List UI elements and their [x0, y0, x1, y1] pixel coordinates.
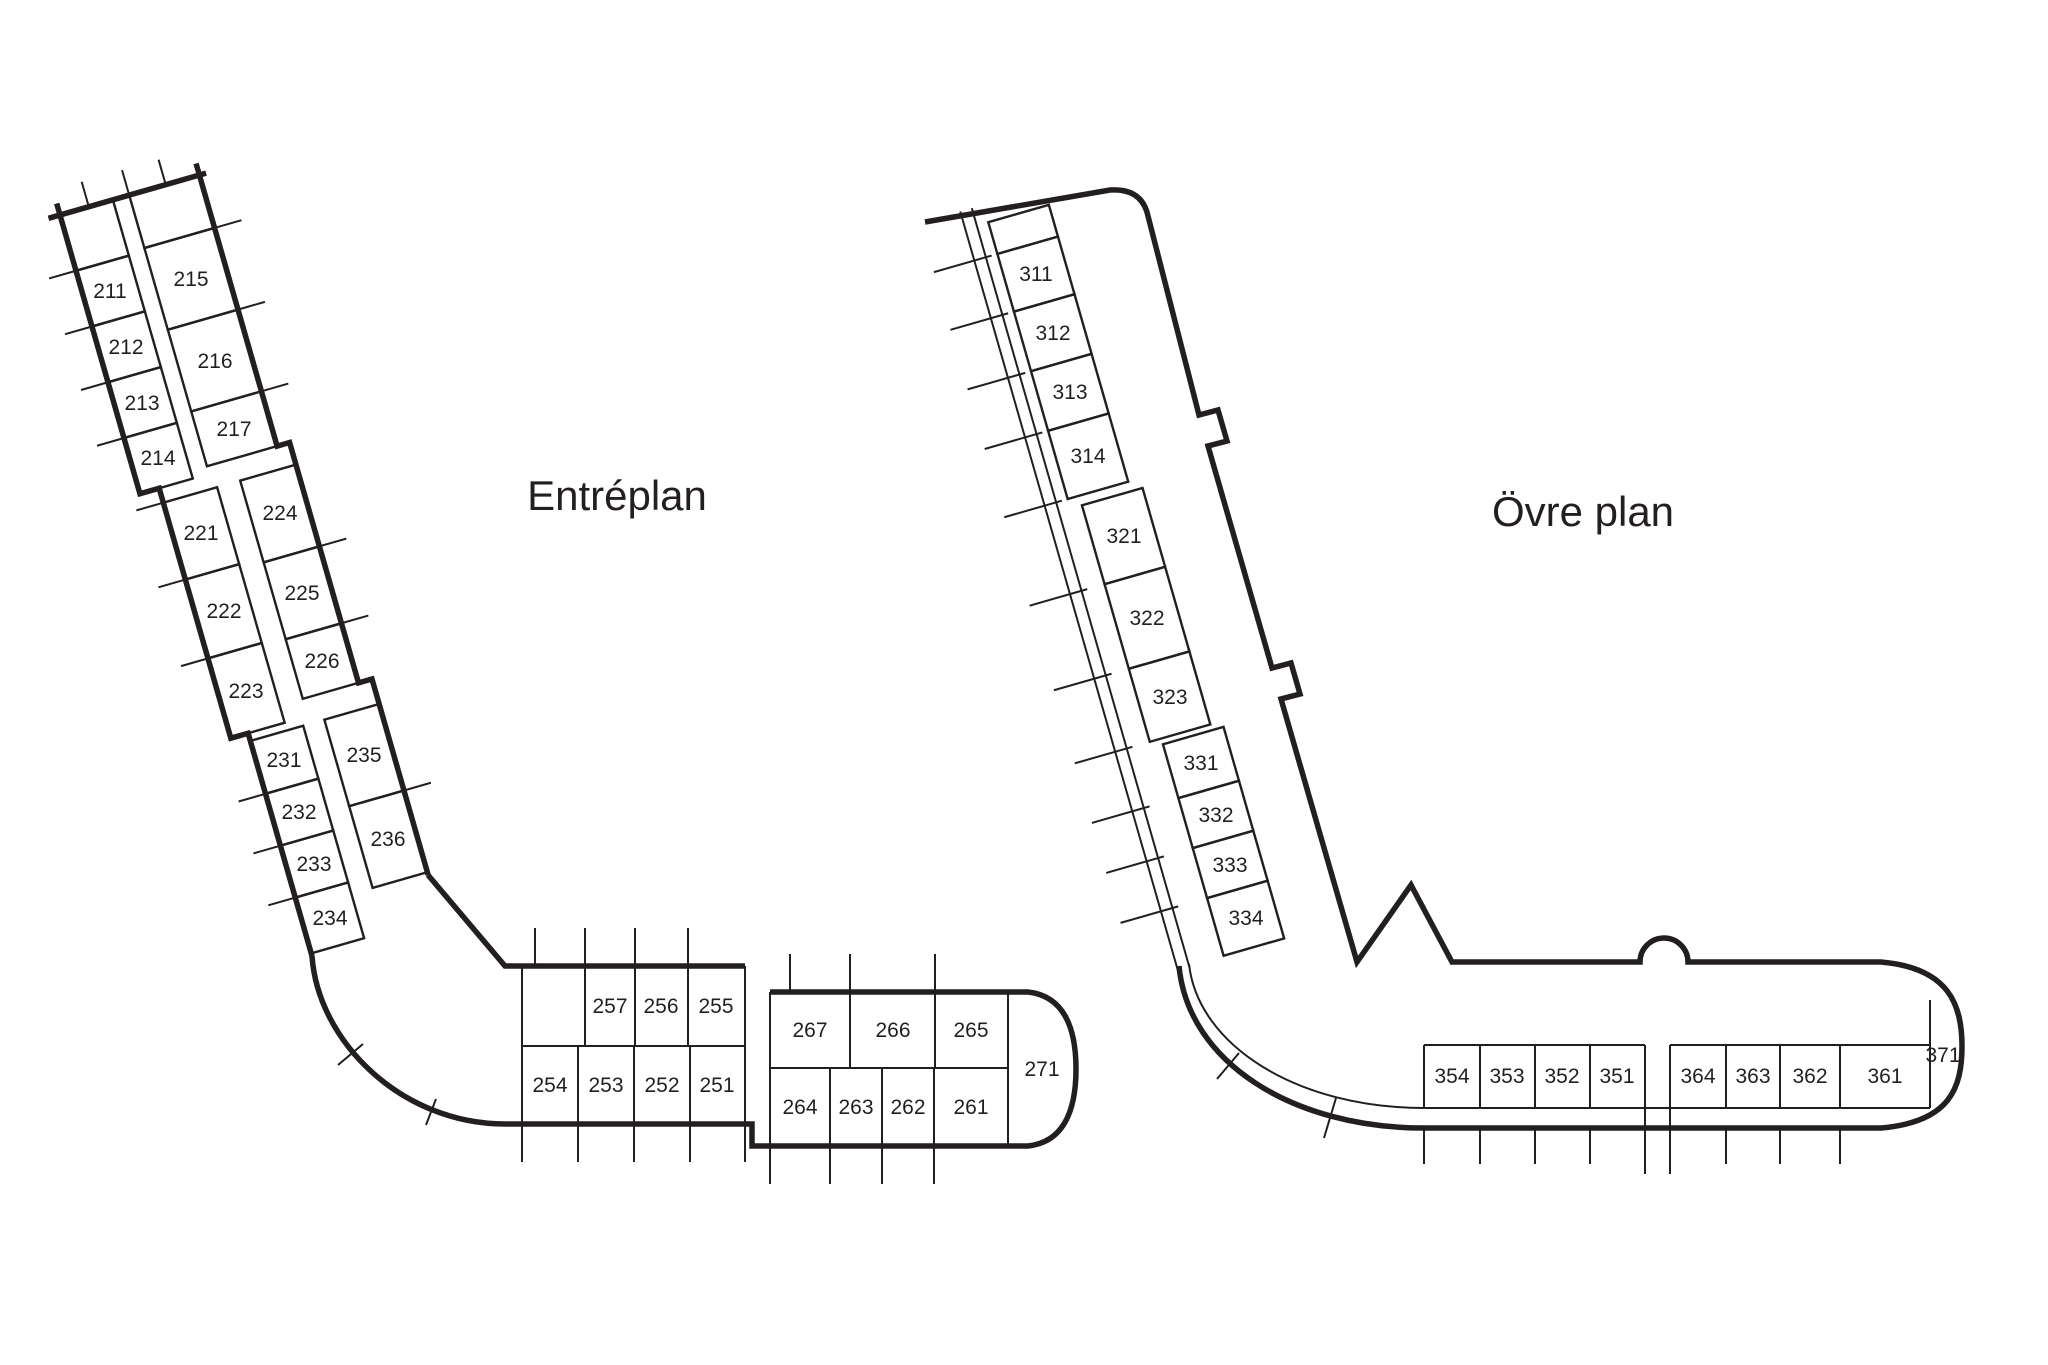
balcony-ticks	[933, 254, 1179, 924]
room-label-214: 214	[140, 447, 175, 470]
room-box-314	[1046, 411, 1130, 501]
room-label-226: 226	[304, 650, 339, 673]
room-label-232: 232	[281, 801, 316, 824]
room-label-312: 312	[1035, 322, 1070, 345]
room-label-252: 252	[644, 1074, 679, 1097]
room-label-221: 221	[183, 522, 218, 545]
room-label-314: 314	[1070, 445, 1105, 468]
plan-title-ovre-plan: Övre plan	[1492, 488, 1674, 535]
room-label-256: 256	[643, 995, 678, 1018]
room-box-unlabeled	[127, 173, 217, 250]
building-outline	[924, 187, 1965, 1131]
room-label-265: 265	[953, 1019, 988, 1042]
plan-entreplan: 211 212 213 214 215 216 217 221 222 223 …	[47, 159, 1079, 1184]
room-label-354: 354	[1434, 1065, 1469, 1088]
room-label-371: 371	[1925, 1044, 1960, 1067]
south-balcony-ticks	[337, 928, 936, 1184]
room-label-266: 266	[875, 1019, 910, 1042]
room-label-233: 233	[296, 853, 331, 876]
room-label-262: 262	[890, 1096, 925, 1119]
room-box-234	[293, 880, 366, 955]
room-label-254: 254	[532, 1074, 567, 1097]
room-label-223: 223	[228, 680, 263, 703]
room-box-236	[347, 789, 429, 890]
room-label-271: 271	[1024, 1058, 1059, 1081]
room-label-333: 333	[1212, 854, 1247, 877]
room-label-251: 251	[699, 1074, 734, 1097]
corridor-wall	[425, 873, 745, 969]
room-label-255: 255	[698, 995, 733, 1018]
room-label-225: 225	[284, 582, 319, 605]
room-label-361: 361	[1867, 1065, 1902, 1088]
room-label-331: 331	[1183, 752, 1218, 775]
room-box-217	[189, 389, 279, 468]
balcony-ticks	[48, 159, 432, 907]
room-label-352: 352	[1544, 1065, 1579, 1088]
room-label-234: 234	[312, 907, 347, 930]
ovreplan-wing	[933, 203, 1286, 972]
room-label-353: 353	[1489, 1065, 1524, 1088]
south-end-cap	[1008, 989, 1079, 1149]
room-label-231: 231	[266, 749, 301, 772]
south-rooms-grid	[521, 966, 1009, 1146]
room-label-212: 212	[108, 336, 143, 359]
room-label-311: 311	[1019, 263, 1052, 286]
corner-outer-wall	[309, 955, 1008, 1149]
room-label-222: 222	[206, 600, 241, 623]
room-label-334: 334	[1228, 907, 1263, 930]
room-label-261: 261	[953, 1096, 988, 1119]
room-box-214	[122, 421, 195, 496]
room-label-264: 264	[782, 1096, 817, 1119]
south-balcony-ticks	[1216, 1052, 1841, 1174]
room-box-334	[1205, 879, 1286, 958]
corner-inner-line	[1188, 963, 1425, 1109]
room-box-323	[1127, 649, 1212, 744]
room-label-253: 253	[588, 1074, 623, 1097]
room-label-364: 364	[1680, 1065, 1715, 1088]
room-label-216: 216	[197, 350, 232, 373]
room-label-323: 323	[1152, 686, 1187, 709]
room-label-235: 235	[346, 744, 381, 767]
room-box-223	[206, 641, 287, 740]
room-label-224: 224	[262, 502, 297, 525]
room-box-226	[284, 621, 361, 701]
room-label-363: 363	[1735, 1065, 1770, 1088]
room-label-215: 215	[173, 268, 208, 291]
room-label-267: 267	[792, 1019, 827, 1042]
plan-title-entreplan: Entréplan	[527, 472, 707, 519]
balcony-edge-lines	[959, 207, 1191, 972]
room-label-321: 321	[1106, 525, 1141, 548]
entreplan-wing	[47, 159, 432, 957]
south-rooms-grid	[1423, 1000, 1931, 1128]
room-label-322: 322	[1129, 607, 1164, 630]
room-label-313: 313	[1052, 381, 1087, 404]
room-label-257: 257	[592, 995, 627, 1018]
room-label-236: 236	[370, 828, 405, 851]
room-label-332: 332	[1198, 804, 1233, 827]
room-label-362: 362	[1792, 1065, 1827, 1088]
room-label-263: 263	[838, 1096, 873, 1119]
room-label-351: 351	[1599, 1065, 1634, 1088]
room-label-217: 217	[216, 418, 251, 441]
plan-ovre-plan: 311 312 313 314 321 322 323 331 332 333 …	[924, 187, 1965, 1174]
room-label-213: 213	[124, 392, 159, 415]
room-label-211: 211	[93, 280, 126, 303]
